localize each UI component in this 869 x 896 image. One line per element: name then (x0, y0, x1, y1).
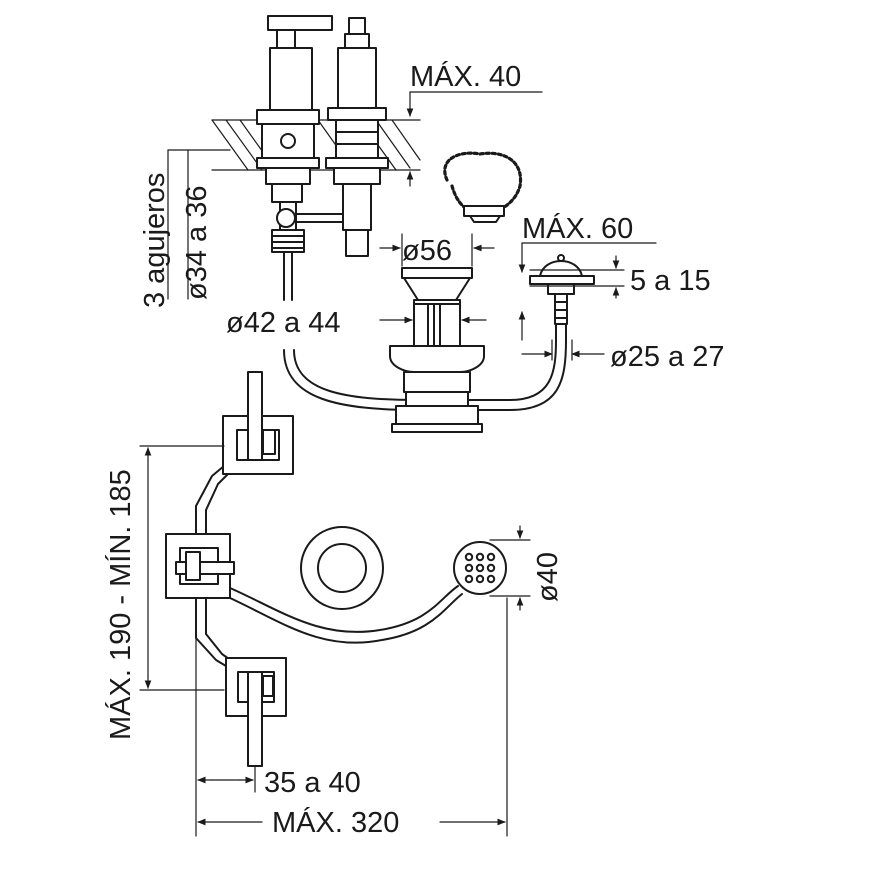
label-holes-count: 3 agujeros (139, 173, 171, 308)
label-diverter-range: 5 a 15 (630, 265, 711, 297)
top-view (165, 371, 507, 767)
label-drain-hole: ø42 a 44 (226, 307, 340, 339)
lower-handle (225, 657, 287, 767)
drain-assembly (389, 267, 485, 433)
label-offset: 35 a 40 (264, 767, 361, 799)
label-max-deck: MÁX. 40 (410, 60, 521, 93)
right-valve (276, 17, 389, 257)
center-body (165, 533, 235, 599)
label-max-width: MÁX. 320 (272, 806, 399, 839)
upper-handle (222, 371, 294, 475)
plug-chain-icon (443, 151, 523, 223)
plan-tubes (195, 455, 463, 673)
label-diverter-hole: ø25 a 27 (610, 341, 724, 373)
label-spout-diameter: ø40 (532, 552, 564, 602)
dimension-lines (139, 91, 657, 837)
side-view (211, 15, 595, 433)
spray-head-icon (453, 541, 507, 595)
left-valve (256, 15, 333, 253)
diverter-fitting (529, 254, 595, 325)
label-holes-diameter: ø34 a 36 (181, 186, 213, 300)
label-drain-diameter: ø56 (402, 235, 452, 267)
label-center-distance: MÁX. 190 - MÍN. 185 (104, 469, 137, 740)
label-max-diverter: MÁX. 60 (522, 212, 633, 245)
drain-plan-icon (300, 526, 384, 610)
